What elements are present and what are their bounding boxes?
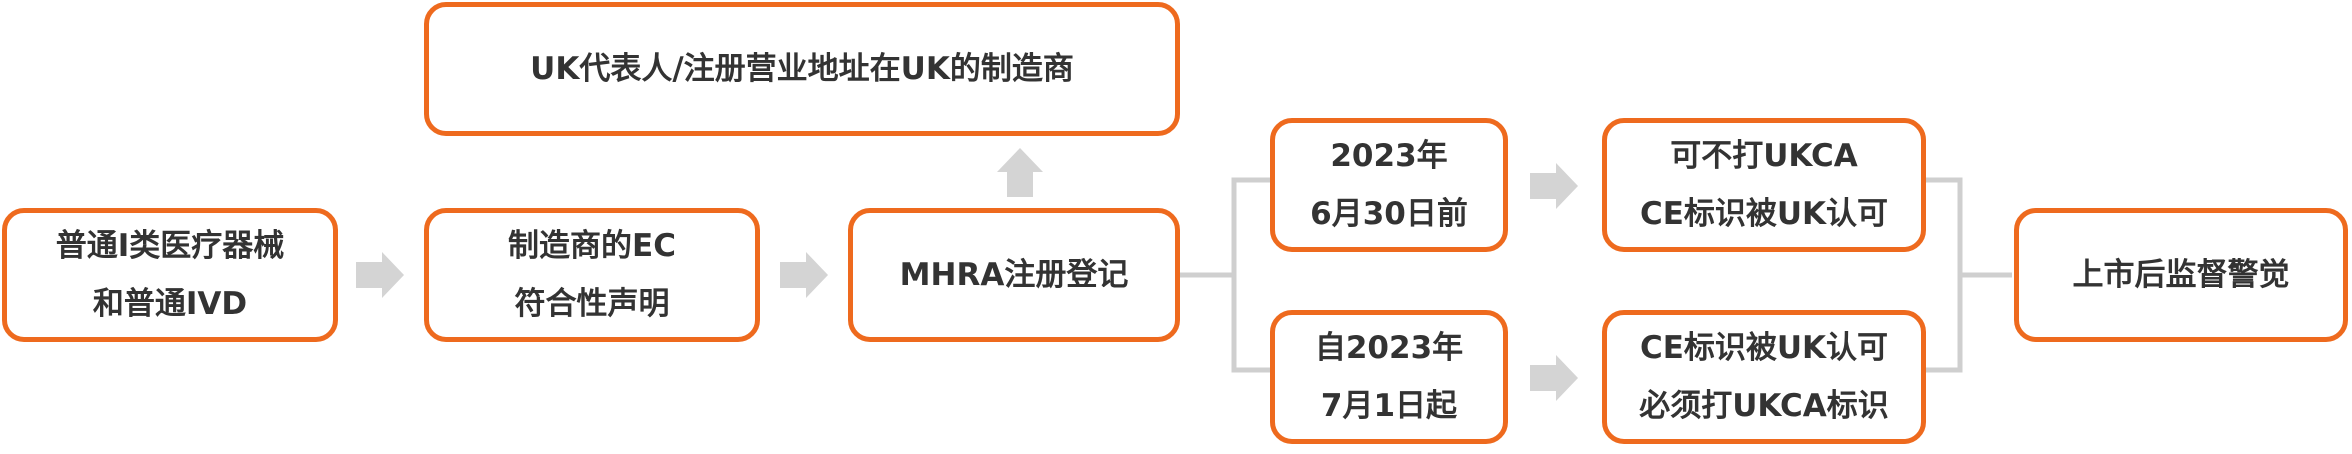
option-after-line-1: CE标识被UK认可 <box>1639 330 1889 366</box>
arrow-right-icon <box>780 252 828 298</box>
post-market-box: 上市后监督警觉 <box>2014 208 2348 342</box>
device-class-box: 普通I类医疗器械 和普通IVD <box>2 208 338 342</box>
after-date-box: 自2023年 7月1日起 <box>1270 310 1508 444</box>
device-class-line-2: 和普通IVD <box>92 286 248 322</box>
arrow-up-icon <box>997 148 1043 197</box>
option-before-line-1: 可不打UKCA <box>1670 138 1858 174</box>
conformity-box: 制造商的EC 符合性声明 <box>424 208 760 342</box>
uk-representative-box: UK代表人/注册营业地址在UK的制造商 <box>424 2 1180 136</box>
option-after-line-2: 必须打UKCA标识 <box>1639 388 1889 424</box>
post-market-line-1: 上市后监督警觉 <box>2072 257 2290 293</box>
mhra-line-1: MHRA注册登记 <box>899 257 1129 293</box>
arrow-right-icon <box>356 252 404 298</box>
before-date-line-2: 6月30日前 <box>1310 196 1468 232</box>
arrow-right-icon <box>1530 163 1578 209</box>
merge-connector <box>1926 177 2012 373</box>
option-before-box: 可不打UKCA CE标识被UK认可 <box>1602 118 1926 252</box>
after-date-line-1: 自2023年 <box>1314 330 1464 366</box>
mhra-box: MHRA注册登记 <box>848 208 1180 342</box>
after-date-line-2: 7月1日起 <box>1320 388 1458 424</box>
uk-representative-line-1: UK代表人/注册营业地址在UK的制造商 <box>530 51 1074 87</box>
conformity-line-2: 符合性声明 <box>514 286 670 322</box>
before-date-box: 2023年 6月30日前 <box>1270 118 1508 252</box>
option-before-line-2: CE标识被UK认可 <box>1639 196 1889 232</box>
before-date-line-1: 2023年 <box>1330 138 1448 174</box>
arrow-right-icon <box>1530 355 1578 401</box>
branch-connector <box>1180 177 1270 373</box>
option-after-box: CE标识被UK认可 必须打UKCA标识 <box>1602 310 1926 444</box>
device-class-line-1: 普通I类医疗器械 <box>55 228 285 264</box>
conformity-line-1: 制造商的EC <box>508 228 676 264</box>
